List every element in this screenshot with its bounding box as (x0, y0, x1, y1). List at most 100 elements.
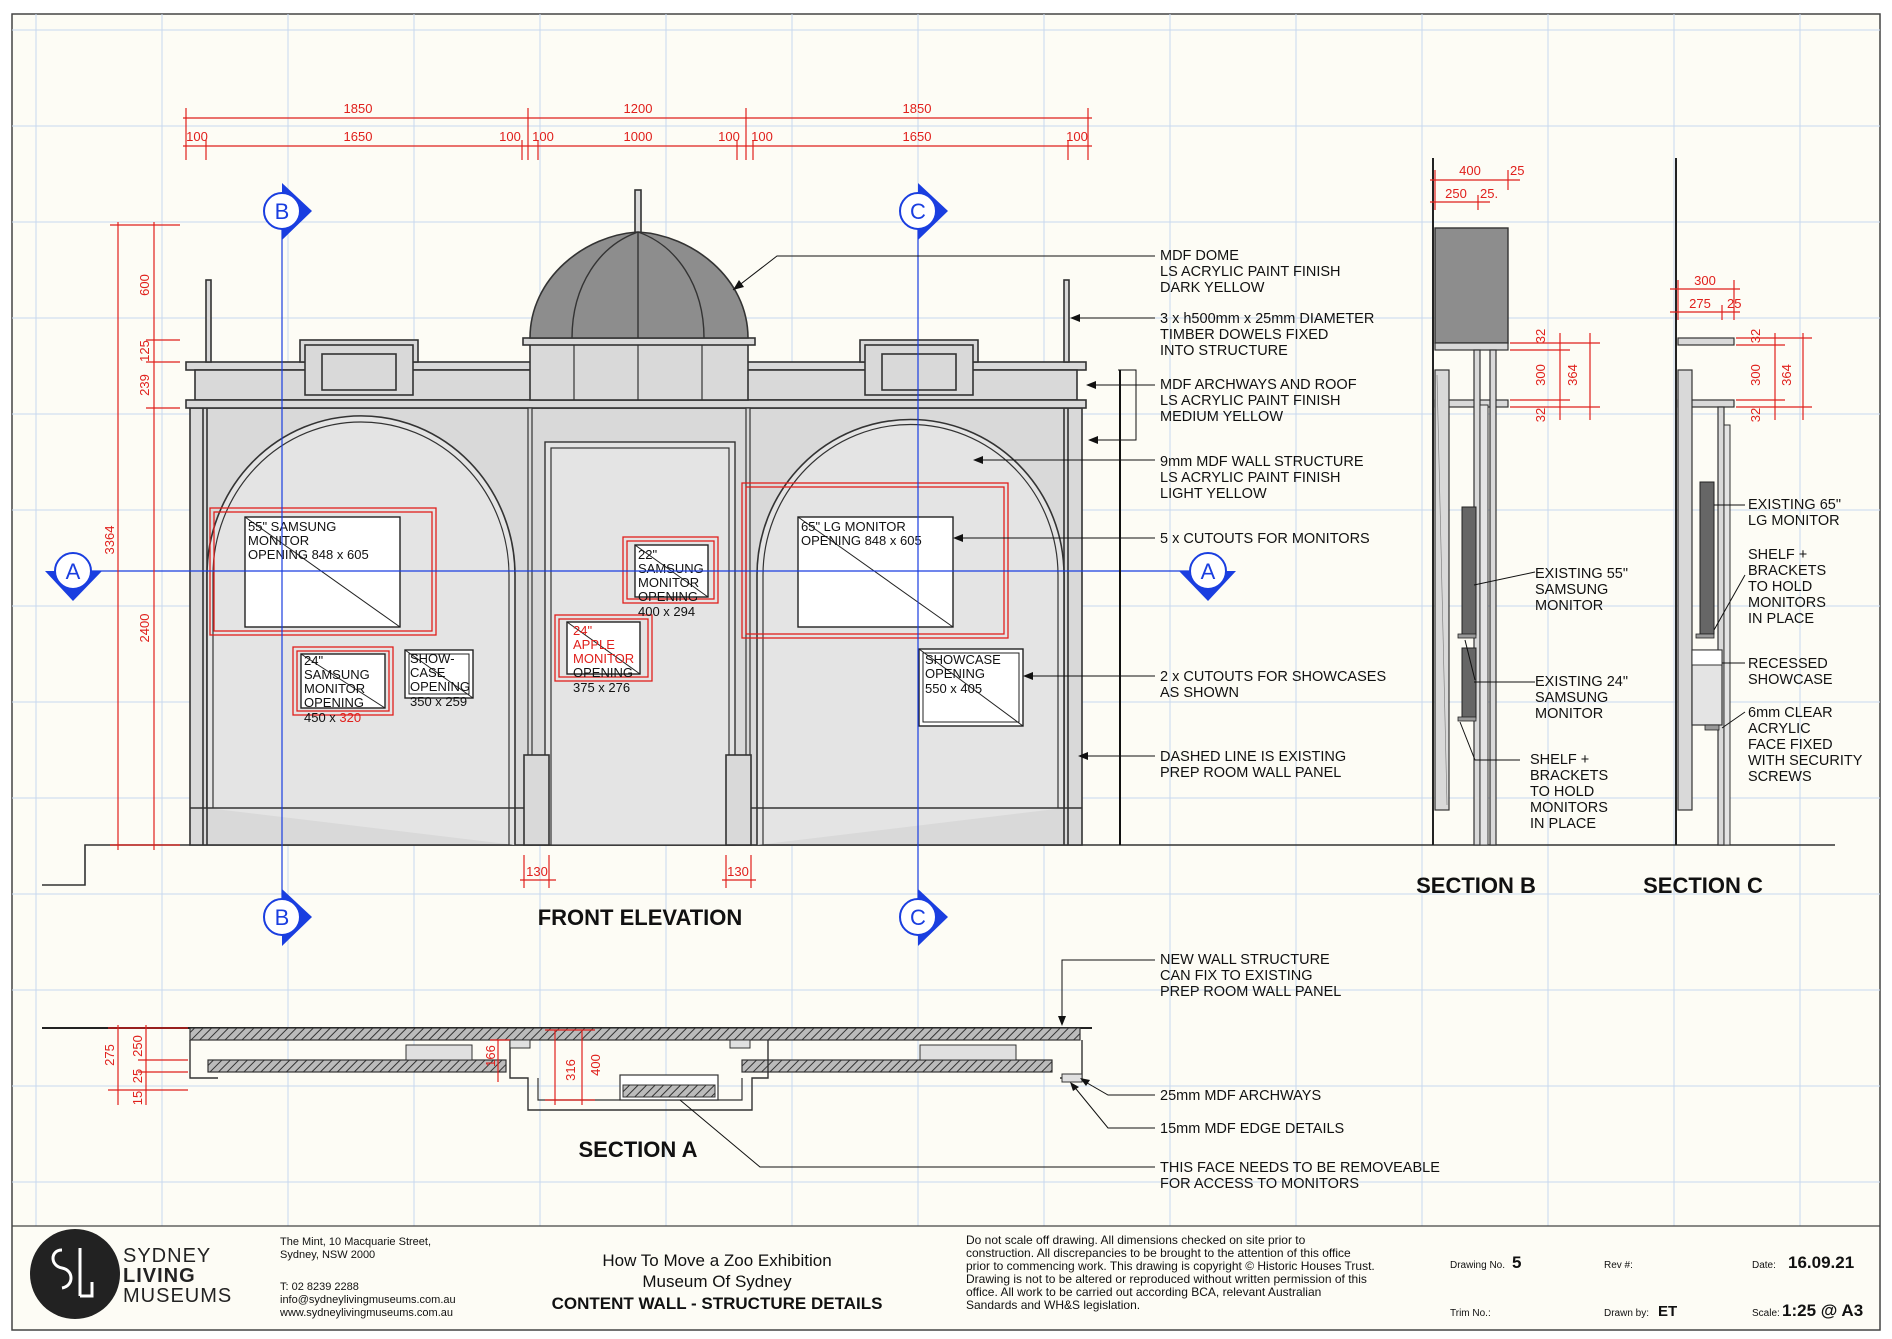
note-line: WITH SECURITY (1748, 753, 1863, 769)
dim-label: 300 (1694, 273, 1716, 288)
note-line: SAMSUNG (1535, 690, 1608, 706)
opening-label: 350 x 259 (410, 694, 467, 709)
dim-label: 275 (1689, 296, 1711, 311)
note-line: AS SHOWN (1160, 685, 1239, 701)
opening-label: OPENING (304, 695, 364, 710)
disclaimer-line: Do not scale off drawing. All dimensions… (966, 1233, 1306, 1247)
note-line: DASHED LINE IS EXISTING (1160, 749, 1346, 765)
title-section-c: SECTION C (1643, 873, 1763, 898)
marker-label: C (910, 199, 926, 224)
opening-label: 400 x 294 (638, 604, 695, 619)
dim-label: 1200 (624, 101, 653, 116)
note-line: THIS FACE NEEDS TO BE REMOVEABLE (1160, 1160, 1440, 1176)
opening-size: 450 x (304, 710, 339, 725)
dim-label: 100 (718, 129, 740, 144)
section-a: 275 250 25 15 166 316 400 NEW WALL STRUC… (42, 952, 1440, 1192)
date-label: Date: (1752, 1260, 1776, 1271)
dim-label: 316 (563, 1059, 578, 1081)
dim-label: 100 (751, 129, 773, 144)
dim-label: 25 (130, 1069, 145, 1083)
logo-text: SYDNEY (123, 1245, 211, 1267)
note-line: MONITOR (1535, 598, 1603, 614)
note-line: MONITORS (1748, 595, 1826, 611)
dim-label: 364 (1565, 364, 1580, 386)
dim-label: 25. (1480, 186, 1498, 201)
note-line: EXISTING 24" (1535, 674, 1628, 690)
dim-label: 32 (1533, 408, 1548, 422)
drawing-no: 5 (1512, 1253, 1521, 1272)
note-line: EXISTING 65" (1748, 497, 1841, 513)
dim-label: 1850 (903, 101, 932, 116)
note-line: EXISTING 55" (1535, 566, 1628, 582)
dim-label: 130 (727, 864, 749, 879)
address-line: Sydney, NSW 2000 (280, 1249, 375, 1261)
note-line: PREP ROOM WALL PANEL (1160, 984, 1341, 1000)
note-line: FOR ACCESS TO MONITORS (1160, 1176, 1359, 1192)
marker-c-bottom: C (899, 889, 948, 946)
note-line: MEDIUM YELLOW (1160, 409, 1283, 425)
opening-label: MONITOR (638, 575, 699, 590)
note-line: 15mm MDF EDGE DETAILS (1160, 1121, 1344, 1137)
note-line: IN PLACE (1748, 611, 1814, 627)
trim-label: Trim No.: (1450, 1308, 1491, 1319)
dim-label: 2400 (137, 614, 152, 643)
project-subtitle: Museum Of Sydney (642, 1272, 792, 1291)
note-line: TO HOLD (1748, 579, 1812, 595)
logo-text: MUSEUMS (123, 1285, 232, 1307)
drawn-by-value: ET (1658, 1303, 1677, 1320)
opening-label: 24" (573, 623, 592, 638)
logo-mark (30, 1229, 120, 1319)
opening-label: 55" SAMSUNG (248, 519, 336, 534)
note-line: LIGHT YELLOW (1160, 486, 1267, 502)
disclaimer-line: Drawing is not to be altered or reproduc… (966, 1272, 1367, 1286)
note-line: FACE FIXED (1748, 737, 1833, 753)
note-line: CAN FIX TO EXISTING (1160, 968, 1313, 984)
svg-text:450 x 320: 450 x 320 (304, 710, 361, 725)
note-line: MONITORS (1530, 800, 1608, 816)
opening-label: OPENING (925, 666, 985, 681)
dim-label: 1650 (344, 129, 373, 144)
project-title: How To Move a Zoo Exhibition (602, 1251, 831, 1270)
dim-label: 25 (1510, 163, 1524, 178)
note-line: SHOWCASE (1748, 672, 1833, 688)
marker-b-bottom: B (263, 889, 312, 946)
title-front-elevation: FRONT ELEVATION (538, 905, 743, 930)
dim-label: 100 (186, 129, 208, 144)
dim-label: 300 (1533, 364, 1548, 386)
note-line: PREP ROOM WALL PANEL (1160, 765, 1341, 781)
note-line: BRACKETS (1530, 768, 1608, 784)
contact-line: www.sydneylivingmuseums.com.au (279, 1307, 453, 1319)
opening-labels: 55" SAMSUNG MONITOR OPENING 848 x 605 24… (248, 519, 1001, 725)
dim-label: 250 (1445, 186, 1467, 201)
dim-label: 400 (588, 1054, 603, 1076)
opening-size-highlight: 320 (339, 710, 361, 725)
monitor-openings (209, 482, 1024, 727)
note-line: 3 x h500mm x 25mm DIAMETER (1160, 311, 1374, 327)
section-b: 400 25 250 25. 32 300 32 364 EXISTING 55… (1430, 158, 1628, 846)
note-line: SHELF + (1748, 547, 1807, 563)
opening-label: MONITOR (248, 533, 309, 548)
marker-label: B (275, 905, 290, 930)
dim-label: 1000 (624, 129, 653, 144)
dim-label: 1650 (903, 129, 932, 144)
note-line: MDF DOME (1160, 248, 1239, 264)
dim-label: 3364 (102, 526, 117, 555)
marker-label: A (66, 559, 81, 584)
opening-label: APPLE (573, 637, 615, 652)
dim-label: 239 (137, 374, 152, 396)
opening-label: 550 x 405 (925, 681, 982, 696)
dim-label: 275 (102, 1044, 117, 1066)
note-line: SHELF + (1530, 752, 1589, 768)
marker-c-top: C (899, 183, 948, 240)
dim-label: 130 (526, 864, 548, 879)
note-line: SCREWS (1748, 769, 1812, 785)
front-notes: MDF DOME LS ACRYLIC PAINT FINISH DARK YE… (732, 248, 1386, 845)
opening-label: OPENING 848 x 605 (801, 533, 922, 548)
drawing-title: CONTENT WALL - STRUCTURE DETAILS (552, 1294, 883, 1313)
dim-label: 25 (1727, 296, 1741, 311)
note-line: LS ACRYLIC PAINT FINISH (1160, 264, 1341, 280)
dim-label: 400 (1459, 163, 1481, 178)
marker-a-right: A (1179, 552, 1236, 601)
opening-label: SHOWCASE (925, 652, 1001, 667)
dim-label: 125 (137, 340, 152, 362)
